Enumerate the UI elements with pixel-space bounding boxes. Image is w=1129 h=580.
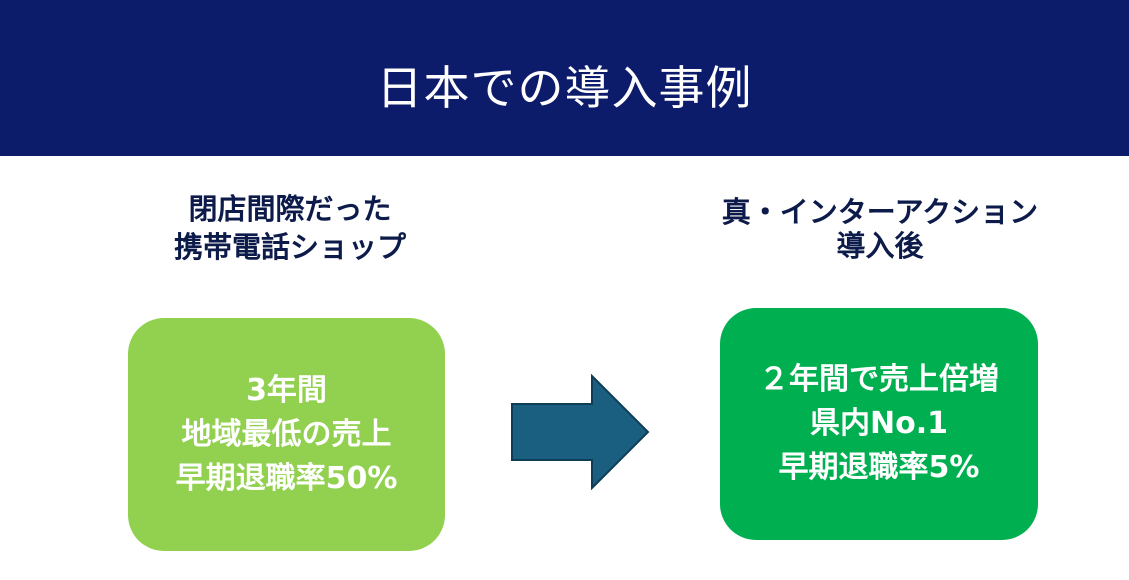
header-bar: 日本での導入事例 (0, 0, 1129, 156)
before-box-line-3: 早期退職率50% (175, 460, 398, 496)
before-title-line-2: 携帯電話ショップ (173, 230, 406, 264)
right-arrow-icon (511, 374, 650, 490)
before-box-line-1: 3年間 (246, 372, 327, 408)
before-box: 3年間 地域最低の売上 早期退職率50% (128, 318, 445, 551)
after-box: ２年間で売上倍増 県内No.1 早期退職率5% (720, 308, 1038, 540)
page-title: 日本での導入事例 (376, 61, 753, 115)
after-box-line-3: 早期退職率5% (778, 450, 980, 485)
before-box-line-2: 地域最低の売上 (181, 416, 392, 452)
before-title: 閉店間際だった 携帯電話ショップ (100, 190, 480, 266)
right-arrow-shape (511, 374, 650, 490)
after-box-line-2: 県内No.1 (810, 406, 948, 441)
after-title: 真・インターアクション 導入後 (680, 195, 1080, 263)
after-title-line-1: 真・インターアクション (721, 195, 1039, 229)
before-title-line-1: 閉店間際だった (188, 192, 392, 226)
after-box-line-1: ２年間で売上倍増 (759, 362, 999, 397)
after-title-line-2: 導入後 (836, 229, 924, 263)
